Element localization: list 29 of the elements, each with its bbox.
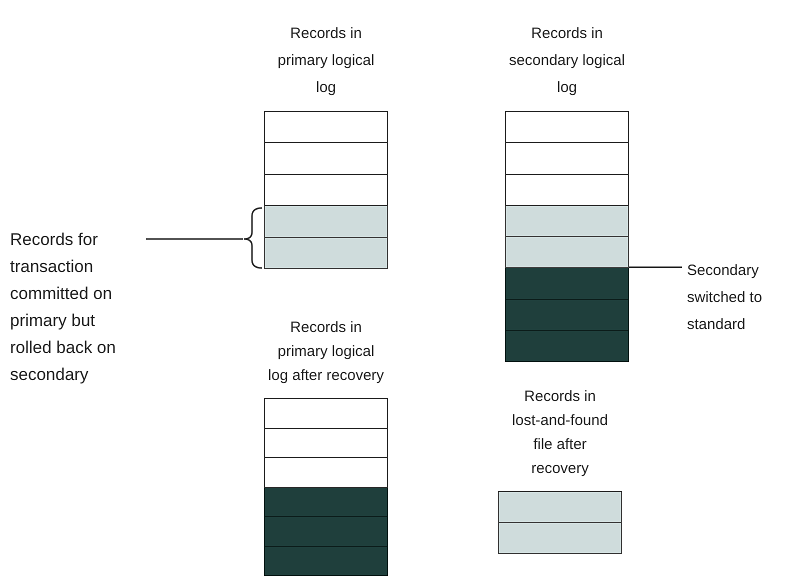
log-record <box>498 523 622 554</box>
log-record <box>505 268 629 300</box>
stack-heading: Records in primary logical log after recovery <box>268 318 384 386</box>
annotation-text: Secondary switched to standard <box>687 261 764 335</box>
log-record <box>505 174 629 206</box>
log-record <box>264 112 388 144</box>
log-record <box>264 399 388 428</box>
stack-heading: Records in primary logical log <box>276 24 376 98</box>
log-record <box>264 206 388 238</box>
log-record <box>264 488 388 517</box>
leader-line <box>146 238 243 240</box>
log-record <box>505 237 629 268</box>
stack-heading: Records in secondary logical log <box>508 24 626 98</box>
log-record <box>505 143 629 174</box>
log-record <box>505 206 629 237</box>
log-record <box>264 143 388 175</box>
log-record <box>498 492 622 523</box>
log-record <box>264 428 388 458</box>
log-record <box>264 517 388 546</box>
log-record <box>264 546 388 576</box>
log-record <box>264 458 388 488</box>
log-record <box>264 238 388 269</box>
log-record <box>505 112 629 144</box>
log-record <box>505 300 629 331</box>
annotation-text: Records for transaction committed on primary but rolled back on secondary <box>10 229 117 386</box>
log-record <box>264 174 388 206</box>
stack-heading: Records in lost-and-found file after recovery <box>511 387 609 479</box>
leader-line <box>629 266 682 268</box>
log-record <box>505 330 629 362</box>
